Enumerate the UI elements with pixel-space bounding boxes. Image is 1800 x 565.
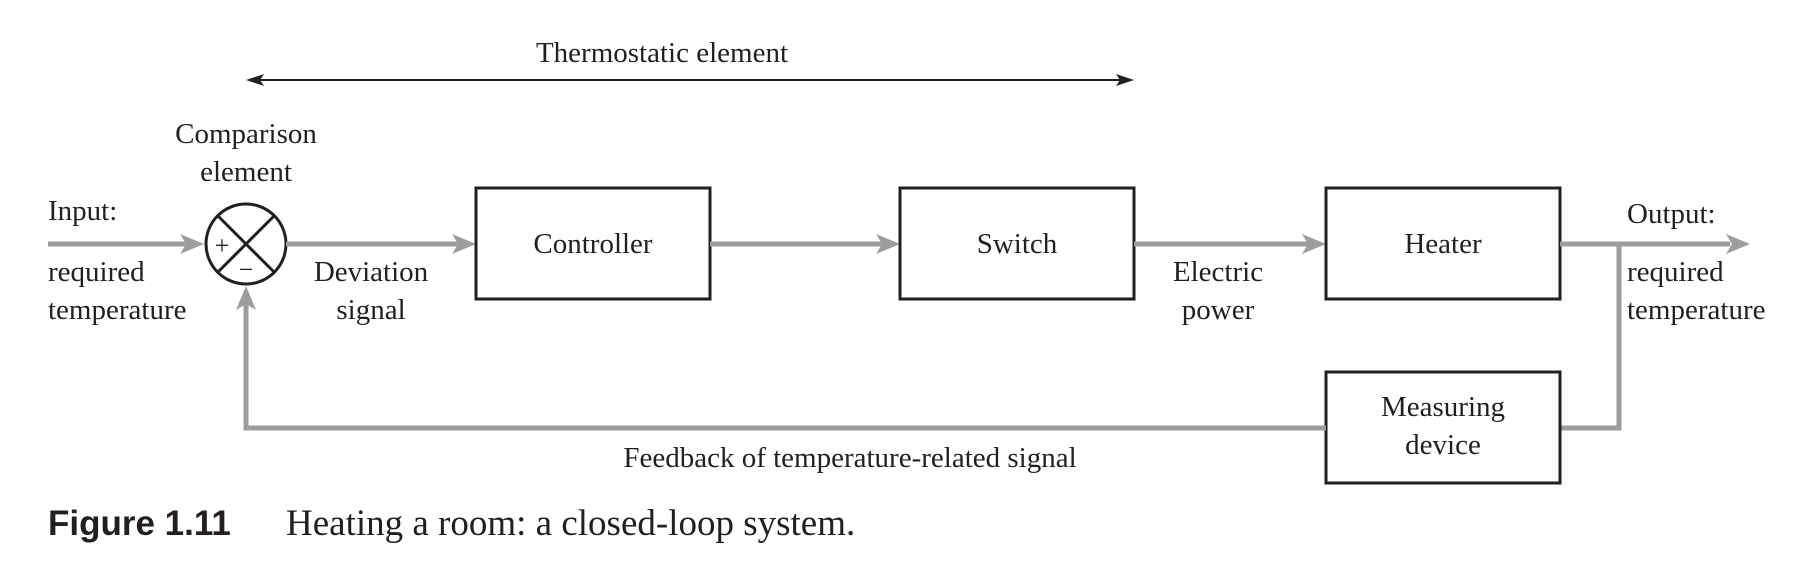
measuring-label-line-2: device — [1405, 429, 1481, 461]
output-sub-line-2: temperature — [1627, 294, 1765, 326]
heater-label: Heater — [1404, 228, 1482, 260]
output-arrowhead — [1726, 234, 1750, 254]
span-arrowhead-right — [1116, 74, 1134, 86]
plus-sign: + — [215, 231, 230, 260]
figure-number: Figure 1.11 — [48, 504, 231, 543]
figure-caption: Heating a room: a closed-loop system. — [286, 503, 855, 544]
controller-block — [474, 186, 712, 301]
deviation-label-line-2: signal — [336, 294, 405, 326]
feedback-arrowhead — [236, 286, 256, 310]
switch-to-heater-arrowhead — [1302, 234, 1326, 254]
input-label: Input: — [48, 195, 117, 227]
output-sub-line-1: required — [1627, 256, 1724, 288]
controller-label: Controller — [533, 228, 653, 260]
output-label: Output: — [1627, 198, 1716, 230]
deviation-arrowhead — [452, 234, 476, 254]
switch-label: Switch — [977, 228, 1058, 260]
measuring-label-line-1: Measuring — [1381, 391, 1505, 423]
comparison-label-line-2: element — [200, 156, 292, 188]
comparison-label-line-1: Comparison — [175, 118, 317, 150]
heater-block — [1324, 186, 1562, 301]
feedback-label: Feedback of temperature-related signal — [623, 442, 1076, 474]
electric-label-line-2: power — [1182, 294, 1255, 326]
input-sub-line-2: temperature — [48, 294, 186, 326]
electric-label-line-1: Electric — [1173, 256, 1263, 288]
thermostatic-element-span — [246, 74, 1134, 86]
measuring-device-block — [1324, 370, 1562, 485]
output-tap-line — [1560, 244, 1622, 431]
input-sub-line-1: required — [48, 256, 145, 288]
thermostatic-element-label: Thermostatic element — [536, 37, 788, 69]
input-arrowhead — [180, 234, 204, 254]
deviation-label-line-1: Deviation — [314, 256, 429, 288]
feedback-line — [243, 304, 1326, 431]
controller-to-switch-arrowhead — [876, 234, 900, 254]
span-arrowhead-left — [246, 74, 264, 86]
minus-sign: − — [239, 255, 254, 284]
junction-cross-b — [216, 214, 276, 274]
summing-junction — [204, 202, 288, 286]
